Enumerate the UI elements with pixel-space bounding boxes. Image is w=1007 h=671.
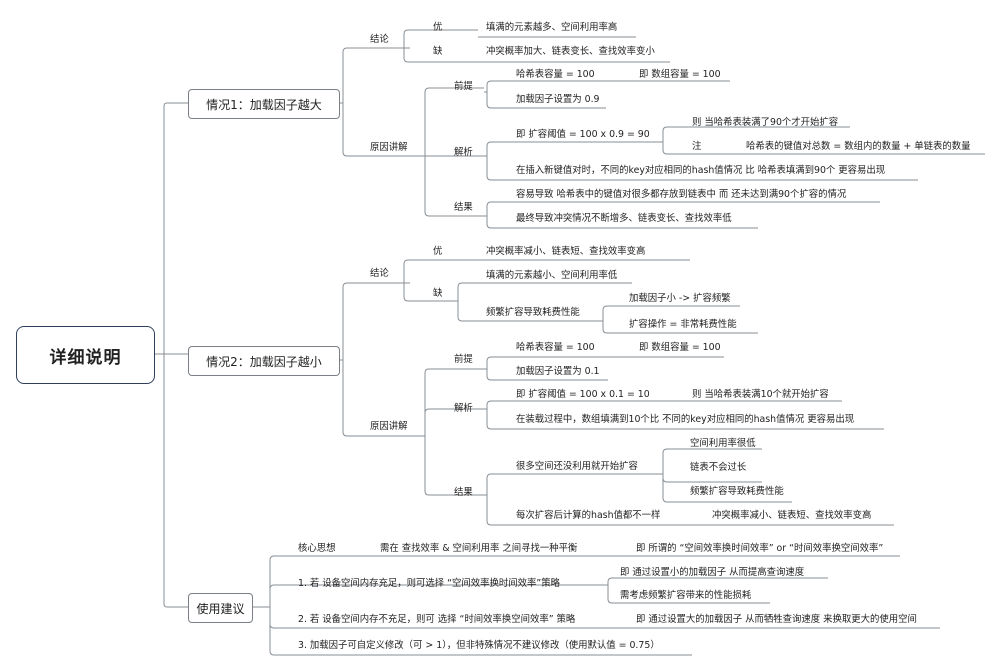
case2-threshold-then[interactable]: 则 当哈希表装满10个就开始扩容: [692, 389, 829, 400]
case2-result-a1[interactable]: 空间利用率很低: [690, 438, 756, 449]
case1-analysis[interactable]: 解析: [454, 147, 473, 158]
case1-con-text[interactable]: 冲突概率加大、链表变长、查找效率变小: [486, 46, 655, 57]
case2-result-a2[interactable]: 链表不会过长: [690, 462, 747, 473]
advice-core-text[interactable]: 需在 查找效率 & 空间利用率 之间寻找一种平衡: [380, 543, 578, 554]
case1-result[interactable]: 结果: [454, 202, 473, 213]
case1-threshold-then[interactable]: 则 当哈希表装满了90个才开始扩容: [692, 117, 839, 128]
case1-note-text[interactable]: 哈希表的键值对总数 = 数组内的数量 + 单链表的数量: [746, 141, 971, 152]
case1-node[interactable]: 情况1：加载因子越大: [188, 89, 340, 119]
case1-pro-text[interactable]: 填满的元素越多、空间利用率高: [486, 22, 618, 33]
case2-result[interactable]: 结果: [454, 487, 473, 498]
case1-note[interactable]: 注: [692, 141, 702, 152]
case2-result-b[interactable]: 每次扩容后计算的hash值都不一样: [516, 510, 661, 521]
case2-con[interactable]: 缺: [433, 288, 443, 299]
case1-con[interactable]: 缺: [433, 46, 443, 57]
case2-node[interactable]: 情况2：加载因子越小: [188, 346, 340, 376]
case1-premise[interactable]: 前提: [454, 81, 473, 92]
case2-pro-text[interactable]: 冲突概率减小、链表短、查找效率变高: [486, 246, 646, 257]
case1-analysis-text[interactable]: 在插入新键值对时，不同的key对应相同的hash值情况 比 哈希表填满到90个 …: [516, 165, 886, 176]
advice-core-text2[interactable]: 即 所谓的 “空间效率换时间效率” or “时间效率换空间效率”: [636, 543, 884, 554]
root-label: 详细说明: [49, 347, 122, 368]
case2-threshold[interactable]: 即 扩容阈值 = 100 x 0.1 = 10: [516, 389, 650, 400]
case2-analysis[interactable]: 解析: [454, 403, 473, 414]
advice-item1-a[interactable]: 即 通过设置小的加载因子 从而提高查询速度: [620, 567, 805, 578]
case2-premise[interactable]: 前提: [454, 354, 473, 365]
case2-con-b2[interactable]: 扩容操作 = 非常耗费性能: [629, 319, 737, 330]
advice-item1[interactable]: 1. 若 设备空间内存充足，则可选择 “空间效率换时间效率”策略: [298, 578, 560, 589]
case1-reason[interactable]: 原因讲解: [370, 142, 408, 153]
case2-premise-a[interactable]: 哈希表容量 = 100: [516, 342, 595, 353]
case2-result-a[interactable]: 很多空间还没利用就开始扩容: [516, 461, 638, 472]
case2-pro[interactable]: 优: [433, 246, 443, 257]
case2-analysis-text[interactable]: 在装载过程中，数组填满到10个比 不同的key对应相同的hash值情况 更容易出…: [516, 414, 855, 425]
case2-reason[interactable]: 原因讲解: [370, 421, 408, 432]
advice-item2[interactable]: 2. 若 设备空间内存不充足，则可 选择 “时间效率换空间效率” 策略: [298, 614, 576, 625]
case2-title: 情况2：加载因子越小: [206, 354, 322, 369]
case1-result-a[interactable]: 容易导致 哈希表中的键值对很多都存放到链表中 而 还未达到满90个扩容的情况: [516, 189, 847, 200]
advice-core[interactable]: 核心思想: [298, 543, 336, 554]
advice-item3[interactable]: 3. 加载因子可自定义修改（可 > 1），但非特殊情况不建议修改（使用默认值 =…: [298, 640, 660, 651]
case2-con-b[interactable]: 频繁扩容导致耗费性能: [486, 307, 580, 318]
case2-result-b1[interactable]: 冲突概率减小、链表短、查找效率变高: [712, 510, 872, 521]
case2-con-a[interactable]: 填满的元素越小、空间利用率低: [486, 270, 618, 281]
case1-pro[interactable]: 优: [433, 22, 443, 33]
case2-result-a3[interactable]: 频繁扩容导致耗费性能: [690, 486, 784, 497]
advice-title: 使用建议: [196, 601, 245, 616]
case2-premise-b[interactable]: 加载因子设置为 0.1: [516, 366, 600, 377]
case1-threshold[interactable]: 即 扩容阈值 = 100 x 0.9 = 90: [516, 129, 650, 140]
case1-premise-a2[interactable]: 即 数组容量 = 100: [639, 69, 721, 80]
case1-conclusion[interactable]: 结论: [370, 34, 389, 45]
advice-node[interactable]: 使用建议: [188, 593, 253, 623]
case1-premise-b[interactable]: 加载因子设置为 0.9: [516, 94, 600, 105]
case1-result-b[interactable]: 最终导致冲突情况不断增多、链表变长、查找效率低: [516, 213, 732, 224]
case2-con-b1[interactable]: 加载因子小 -> 扩容频繁: [629, 293, 731, 304]
case2-conclusion[interactable]: 结论: [370, 268, 389, 279]
case1-premise-a[interactable]: 哈希表容量 = 100: [516, 69, 595, 80]
root-node[interactable]: 详细说明: [16, 326, 155, 384]
advice-item2-a[interactable]: 即 通过设置大的加载因子 从而牺牲查询速度 来换取更大的使用空间: [636, 614, 917, 625]
case1-title: 情况1：加载因子越大: [206, 97, 322, 112]
advice-item1-b[interactable]: 需考虑频繁扩容带来的性能损耗: [620, 590, 752, 601]
case2-premise-a2[interactable]: 即 数组容量 = 100: [639, 342, 721, 353]
